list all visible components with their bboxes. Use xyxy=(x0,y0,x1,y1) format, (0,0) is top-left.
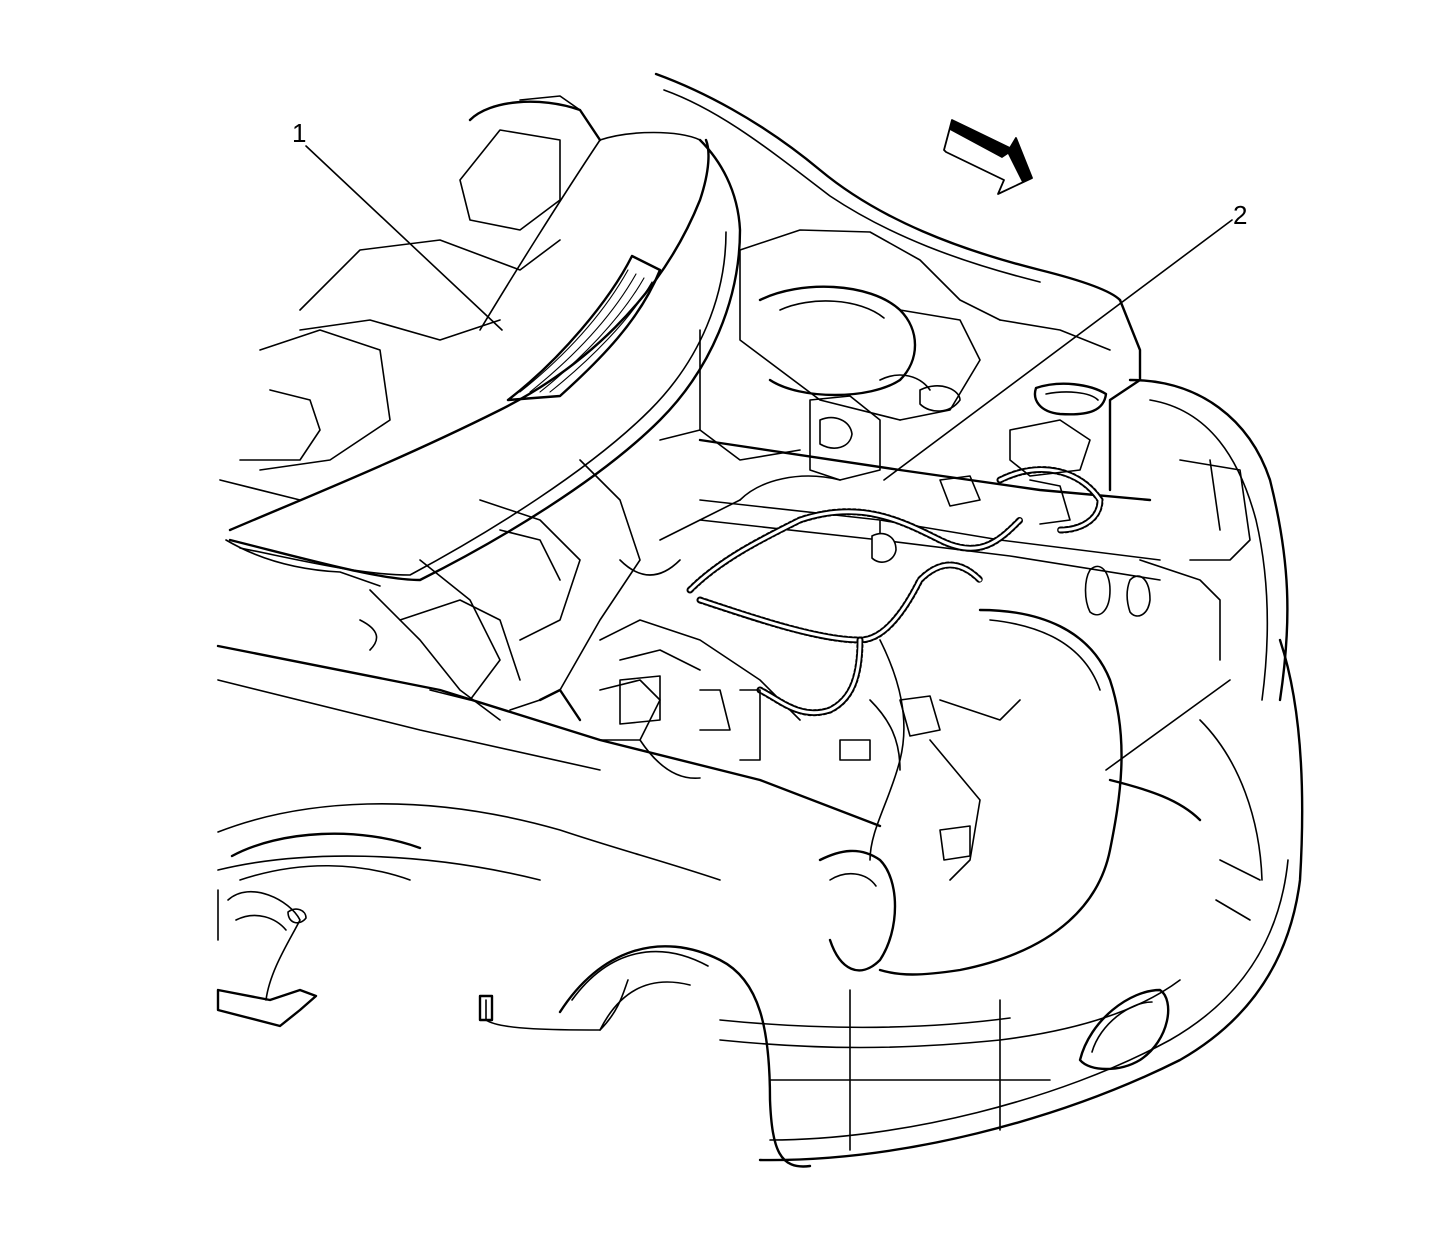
left-wheelhouse-liner xyxy=(216,889,629,1031)
engine-wiring-harness xyxy=(619,395,1104,861)
callout-1-leader xyxy=(305,145,503,331)
engine-bay-structure xyxy=(359,72,1251,976)
callout-label-1: 1 xyxy=(292,118,307,148)
cowl-panel xyxy=(219,95,742,587)
callout-label-2: 2 xyxy=(1233,200,1248,230)
front-fender-outline xyxy=(216,378,1304,1168)
front-direction-arrow-icon xyxy=(943,119,1033,195)
callout-2-leader xyxy=(883,219,1233,481)
